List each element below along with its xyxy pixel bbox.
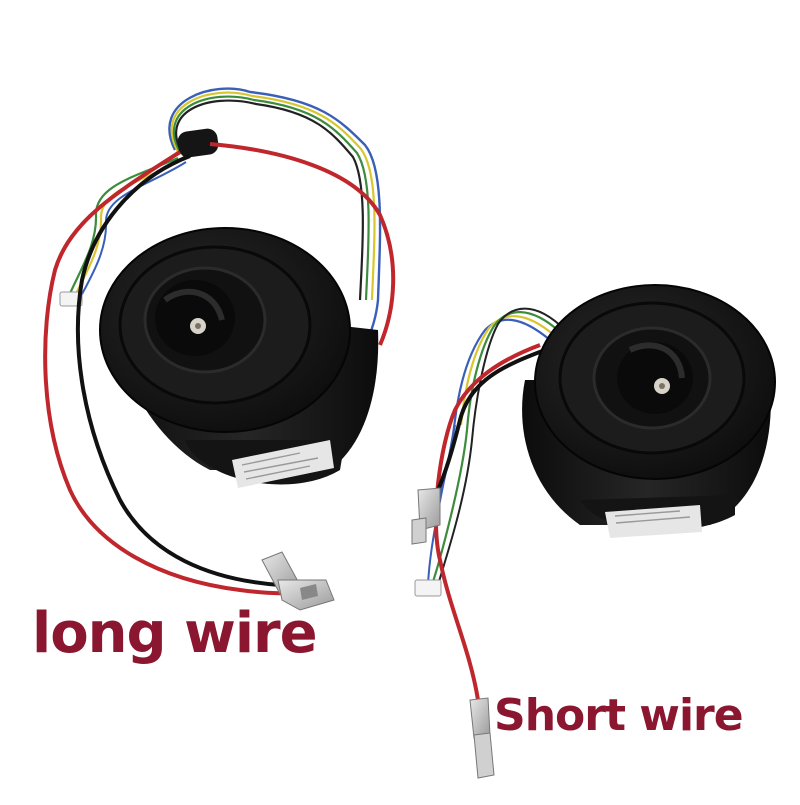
short-wire-harness xyxy=(411,307,566,779)
motor-label-sticker xyxy=(605,505,702,538)
long-wire-label: long wire xyxy=(32,601,318,666)
right-fan-motor xyxy=(522,284,776,538)
spade-terminal-short-top xyxy=(411,487,441,545)
long-wire-harness xyxy=(43,87,396,611)
left-fan-motor xyxy=(99,227,379,488)
motor-label-sticker xyxy=(232,440,334,488)
short-wire-label: Short wire xyxy=(494,690,744,741)
spade-terminal-short-bottom xyxy=(469,697,495,779)
spade-terminal-long xyxy=(261,551,335,611)
